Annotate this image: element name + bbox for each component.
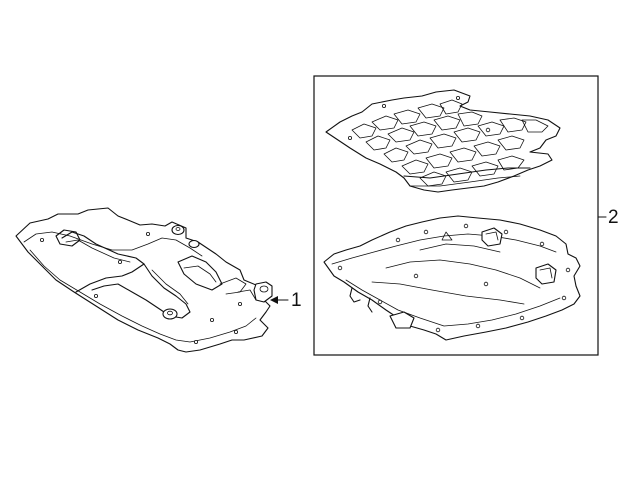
part-2-underbody-panel[interactable]: [323, 215, 581, 341]
callout-1-leader: [270, 296, 289, 304]
part-2-group-frame: [313, 75, 599, 356]
callout-1-label: 1: [291, 290, 302, 311]
callout-2-label: 2: [608, 207, 619, 228]
part-1-front-splash-shield[interactable]: [15, 207, 273, 353]
part-2-insulation-pad[interactable]: [325, 89, 561, 193]
